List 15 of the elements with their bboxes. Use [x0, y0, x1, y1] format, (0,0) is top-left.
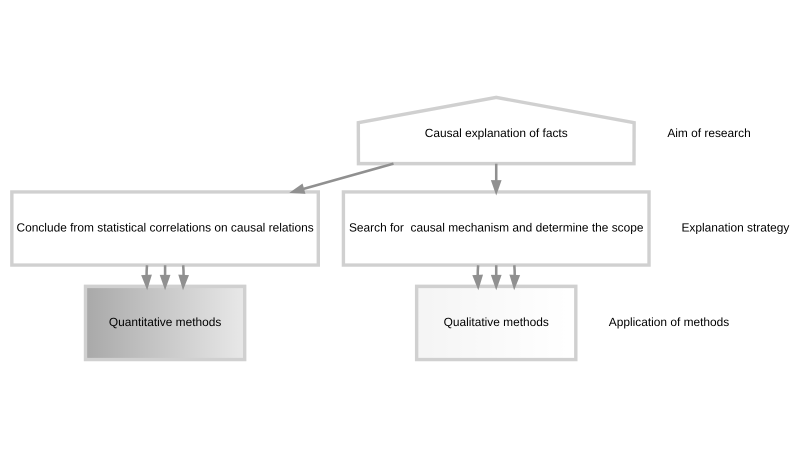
arrow	[178, 265, 190, 290]
arrow	[160, 265, 170, 290]
arrow	[509, 265, 520, 290]
arrow	[490, 265, 502, 290]
label: Explanation strategy	[681, 220, 790, 235]
arrow	[141, 265, 152, 290]
node-box: Quantitative methods	[84, 284, 246, 362]
node-box: Conclude from statistical correlations on causal relations	[10, 190, 320, 267]
label: Aim of research	[667, 126, 751, 140]
arrow	[490, 164, 502, 196]
label: Application of methods	[608, 315, 730, 330]
node-box: Qualitative methods	[414, 284, 578, 362]
arrow	[289, 162, 394, 194]
arrow	[472, 265, 484, 290]
node-box: Search for causal mechanism and determine the scope	[342, 190, 651, 267]
